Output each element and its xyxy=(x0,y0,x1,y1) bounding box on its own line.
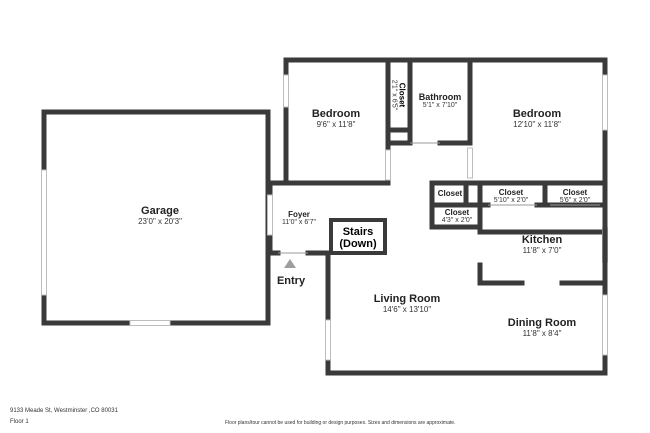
garage-label: Garage 23'0" x 20'3" xyxy=(138,205,182,227)
room-name: Kitchen xyxy=(521,234,563,246)
room-dims: 14'6" x 13'10" xyxy=(382,305,432,314)
closet-d-label: Closet 4'3" x 2'0" xyxy=(442,208,473,225)
room-name: Closet xyxy=(444,208,470,217)
room-name: Living Room xyxy=(373,293,441,305)
bedroom-left-window xyxy=(283,74,289,108)
entry-text: Entry xyxy=(276,275,306,287)
footer-address: 9133 Meade St, Westminster ,CO 80031 xyxy=(10,408,118,414)
living-window xyxy=(325,319,331,361)
bathroom-label: Bathroom 5'1" x 7'10" xyxy=(419,93,462,110)
room-name: Bathroom xyxy=(418,92,462,102)
foyer-window xyxy=(267,194,273,236)
entry-label: Entry xyxy=(277,275,305,287)
room-name: Bedroom xyxy=(311,108,361,120)
entry-arrow-icon xyxy=(284,259,296,268)
dining-window xyxy=(602,294,608,356)
kitchen-counter-left xyxy=(477,262,525,286)
closet-b-label: Closet 5'10" x 2'0" xyxy=(494,188,529,205)
stairs-sub: (Down) xyxy=(339,238,377,250)
room-dims: 11'8" x 7'0" xyxy=(522,246,562,255)
bedroom-left-label: Bedroom 9'6" x 11'8" xyxy=(312,108,360,130)
room-name: Bedroom xyxy=(512,108,562,120)
footer-disclaimer: Floor plans/tour cannot be used for buil… xyxy=(225,420,456,426)
room-name: Garage xyxy=(141,205,179,217)
closet-c-label: Closet 5'6" x 2'0" xyxy=(560,188,591,205)
room-dims: 23'0" x 20'3" xyxy=(138,217,182,226)
room-dims: 9'6" x 11'8" xyxy=(316,120,356,129)
bedroom-right-label: Bedroom 12'10" x 11'8" xyxy=(513,108,561,130)
room-name: Closet xyxy=(397,82,407,108)
foyer-label: Foyer 11'0" x 6'7" xyxy=(282,210,316,227)
garage-window-left xyxy=(41,169,47,296)
closet-vertical-label: Closet 2'1" x 6'5" xyxy=(390,80,407,111)
kitchen-label: Kitchen 11'8" x 7'0" xyxy=(522,234,562,256)
living-dining-walls xyxy=(325,202,608,376)
room-dims: 5'1" x 7'10" xyxy=(422,102,458,109)
bedroom-right-door xyxy=(467,147,473,179)
closet-a-label: Closet xyxy=(438,189,462,198)
room-dims: 4'3" x 2'0" xyxy=(441,217,473,224)
footer-floor: Floor 1 xyxy=(10,419,29,425)
room-dims: 2'1" x 6'5" xyxy=(390,79,398,111)
room-name: Foyer xyxy=(288,210,310,219)
room-dims: 12'10" x 11'8" xyxy=(513,120,561,129)
room-name: Closet xyxy=(498,188,524,197)
bedroom-right-window xyxy=(602,74,608,131)
living-room-label: Living Room 14'6" x 13'10" xyxy=(374,293,441,315)
room-dims: 11'8" x 8'4" xyxy=(522,329,562,338)
bedroom-left-door xyxy=(385,149,391,181)
room-name: Dining Room xyxy=(507,317,577,329)
room-name: Closet xyxy=(562,188,588,197)
room-dims: 5'6" x 2'0" xyxy=(559,197,591,204)
room-dims: 11'0" x 6'7" xyxy=(282,219,316,226)
closet-vertical-walls xyxy=(385,57,413,133)
stairs-name: Stairs xyxy=(342,226,374,238)
garage-door xyxy=(129,320,171,326)
stairs-box: Stairs (Down) xyxy=(329,218,387,255)
dining-room-label: Dining Room 11'8" x 8'4" xyxy=(508,317,576,339)
room-name: Closet xyxy=(437,189,463,198)
bedroom-left-walls xyxy=(283,57,391,186)
room-dims: 5'10" x 2'0" xyxy=(493,197,529,204)
